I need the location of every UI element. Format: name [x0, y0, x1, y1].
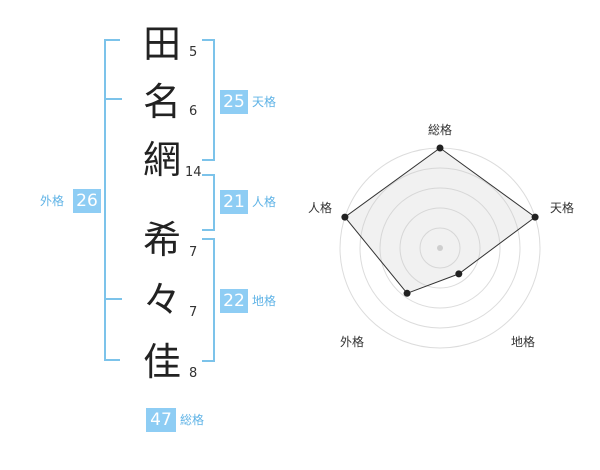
radar-point-5 [341, 213, 349, 221]
radar-polygon [344, 147, 536, 294]
name-char-4: 希 [142, 218, 181, 262]
gaikaku-badge: 26 [73, 189, 101, 213]
radar-axis-label-soukaku: 総格 [428, 123, 453, 137]
jinkaku-label: 人格 [252, 195, 277, 209]
chikaku-label: 地格 [252, 294, 277, 308]
radar-ring [379, 187, 501, 309]
tenkaku-label: 天格 [252, 95, 277, 109]
radar-ring [359, 167, 521, 329]
soukaku-label: 総格 [180, 413, 205, 427]
name-char-1: 田 [142, 22, 181, 66]
radar-center [437, 245, 443, 251]
radar-ring [399, 207, 481, 289]
radar-point-2 [531, 213, 539, 221]
gaikaku-bracket [104, 39, 120, 361]
soukaku-badge: 47 [146, 408, 176, 432]
stroke-count-3: 14 [185, 165, 202, 180]
radar-point-1 [436, 144, 444, 152]
stroke-count-6: 8 [189, 366, 198, 381]
gaikaku-label: 外格 [40, 194, 65, 208]
bracket-tick [104, 298, 122, 300]
radar-point-4 [403, 289, 411, 297]
stroke-count-1: 5 [189, 45, 198, 60]
tenkaku-badge: 25 [220, 90, 248, 114]
radar-point-3 [455, 270, 463, 278]
chikaku-badge: 22 [220, 289, 248, 313]
jinkaku-badge: 21 [220, 190, 248, 214]
name-char-2: 名 [142, 80, 181, 124]
bracket-tick [104, 98, 122, 100]
radar-axis-label-tenkaku: 天格 [550, 201, 575, 215]
tenkaku-bracket [202, 39, 215, 161]
stroke-count-5: 7 [189, 305, 198, 320]
radar-axis-label-jinkaku: 人格 [308, 201, 333, 215]
chikaku-bracket [202, 238, 215, 362]
stroke-count-2: 6 [189, 104, 198, 119]
stroke-count-4: 7 [189, 245, 198, 260]
name-char-5: 々 [142, 278, 181, 322]
radar-axis-label-chikaku: 地格 [511, 335, 536, 349]
name-char-3: 網 [142, 138, 181, 182]
radar-axis-label-gaikaku: 外格 [340, 335, 365, 349]
name-char-6: 佳 [142, 340, 181, 384]
jinkaku-bracket [202, 174, 215, 231]
radar-ring [419, 227, 461, 269]
